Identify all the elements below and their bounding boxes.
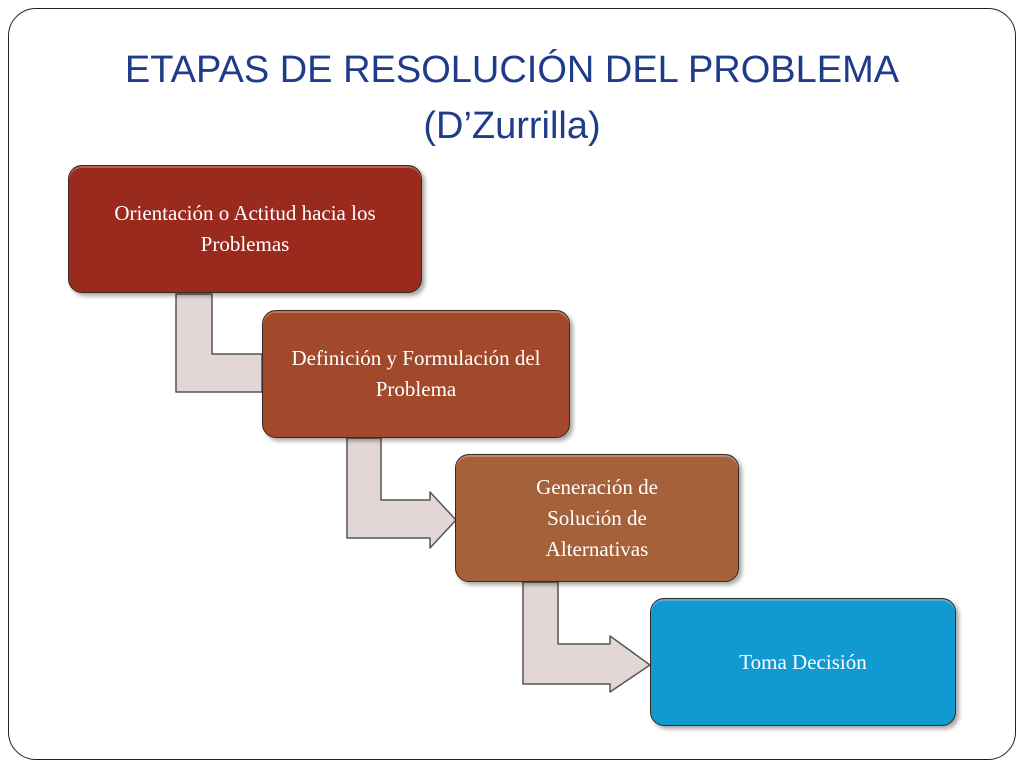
bent-arrow-3	[522, 581, 651, 693]
step-orientacion: Orientación o Actitud hacia los Problema…	[68, 165, 422, 293]
step-label: Generación de Solución de Alternativas	[536, 474, 658, 561]
step-toma-decision: Toma Decisión	[650, 598, 956, 726]
bent-arrow-1	[175, 293, 263, 393]
bent-arrow-2	[346, 437, 457, 549]
slide-frame	[8, 8, 1016, 760]
title-line-2: (D’Zurrilla)	[423, 105, 601, 147]
title-line-1: ETAPAS DE RESOLUCIÓN DEL PROBLEMA	[124, 49, 900, 91]
slide-title: ETAPAS DE RESOLUCIÓN DEL PROBLEMA (D’Zur…	[0, 42, 1024, 154]
step-label: Orientación o Actitud hacia los Problema…	[114, 201, 376, 256]
step-label: Definición y Formulación del Problema	[291, 346, 541, 401]
step-generacion: Generación de Solución de Alternativas	[455, 454, 739, 582]
step-label: Toma Decisión	[739, 649, 867, 674]
step-definicion: Definición y Formulación del Problema	[262, 310, 570, 438]
